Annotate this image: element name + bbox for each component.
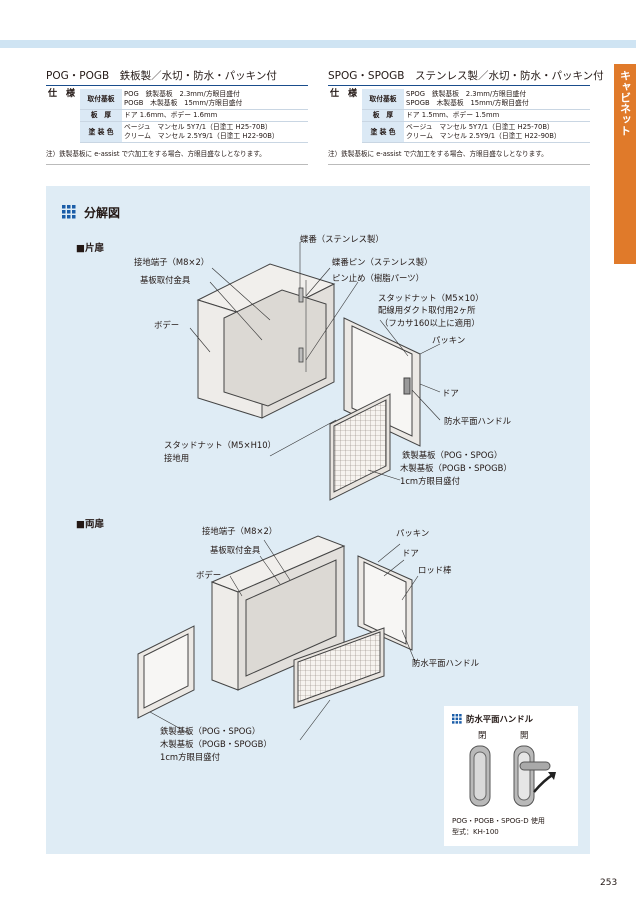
inset-title: 防水平面ハンドル xyxy=(466,714,533,724)
label-pin-stop: ピン止め（樹脂パーツ） xyxy=(332,273,424,283)
label-board-bracket: 基板取付金具 xyxy=(140,275,191,285)
double-right-door xyxy=(357,555,413,651)
inset-caption-2: 型式：KH-100 xyxy=(452,828,499,836)
spec-note: 注）鉄製基板に e-assist で穴加工をする場合、方眼目盛なしとなります。 xyxy=(46,150,266,158)
spec-label: 取付基板 xyxy=(362,89,404,110)
spec-right-title: SPOG・SPOGB ステンレス製／水切・防水・パッキン付 xyxy=(328,68,604,86)
page-number: 253 xyxy=(600,878,618,888)
spec-value: POGB 木製基板 15mm/方眼目盛付 xyxy=(124,99,243,107)
double-board xyxy=(293,627,385,709)
label-stud-ground-2: 接地用 xyxy=(164,453,190,463)
divider xyxy=(46,164,308,165)
label-packing: パッキン xyxy=(432,335,466,345)
label-board-steel-2: 鉄製基板（POG・SPOG） xyxy=(160,726,261,736)
grid-dots-icon xyxy=(62,205,76,219)
spec-label: 板 厚 xyxy=(362,109,404,122)
leader-lines xyxy=(149,242,441,741)
label-board-wood-2: 木製基板（POGB・SPOGB） xyxy=(160,739,272,749)
label-board-wood: 木製基板（POGB・SPOGB） xyxy=(400,463,512,473)
label-hinge: 蝶番（ステンレス製） xyxy=(300,234,384,244)
double-body xyxy=(210,535,346,691)
label-board-bracket-2: 基板取付金具 xyxy=(210,545,261,555)
label-body: ボデー xyxy=(154,320,180,330)
label-door: ドア xyxy=(442,388,459,398)
single-door-heading: ■片扉 xyxy=(76,243,104,254)
spec-left: POG・POGB 鉄板製／水切・防水・パッキン付 仕 様 取付基板 POG 鉄製… xyxy=(46,68,308,158)
handle-illustration xyxy=(469,745,556,807)
label-hinge-pin: 蝶番ピン（ステンレス製） xyxy=(332,257,433,267)
label-board-grid: 1cm方眼目盛付 xyxy=(400,476,460,486)
label-handle: 防水平面ハンドル xyxy=(444,416,511,426)
label-packing-2: パッキン xyxy=(396,528,430,538)
label-rod: ロッド棒 xyxy=(418,565,452,575)
label-open: 開 xyxy=(520,730,529,740)
inset-caption-1: POG・POGB・SPOG-D 使用 xyxy=(452,817,545,825)
label-stud-nut-3: （フカサ160以上に適用） xyxy=(380,318,480,328)
spec-head: 仕 様 xyxy=(330,89,358,99)
spec-label: 板 厚 xyxy=(80,109,122,122)
spec-value: ドア 1.6mm、ボデー 1.6mm xyxy=(124,111,218,119)
spec-value: ベージュ マンセル 5Y7/1（日塗工 H25-70B） xyxy=(406,123,554,131)
label-closed: 閉 xyxy=(478,730,487,740)
spec-label: 塗 装 色 xyxy=(80,121,122,143)
handle-inset: 防水平面ハンドル 閉 開 POG・POGB・SPOG-D 使用 型式：KH-10… xyxy=(444,706,578,846)
exploded-title: 分解図 xyxy=(84,206,121,220)
label-ground-terminal: 接地端子（M8×2） xyxy=(134,257,210,267)
spec-value: ドア 1.5mm、ボデー 1.5mm xyxy=(406,111,500,119)
spec-value: ベージュ マンセル 5Y7/1（日塗工 H25-70B） xyxy=(124,123,272,131)
spec-value: クリーム マンセル 2.5Y9/1（日塗工 H22-90B） xyxy=(124,132,279,140)
spec-value: クリーム マンセル 2.5Y9/1（日塗工 H22-90B） xyxy=(406,132,561,140)
spec-head: 仕 様 xyxy=(48,89,76,99)
spec-label: 塗 装 色 xyxy=(362,121,404,143)
grid-dots-icon xyxy=(452,714,462,724)
single-board xyxy=(329,393,391,501)
label-handle-2: 防水平面ハンドル xyxy=(412,658,479,668)
single-body xyxy=(196,263,336,419)
label-board-grid-2: 1cm方眼目盛付 xyxy=(160,752,220,762)
label-board-steel: 鉄製基板（POG・SPOG） xyxy=(402,450,503,460)
label-stud-ground: スタッドナット（M5×H10） xyxy=(164,440,276,450)
spec-value: SPOGB 木製基板 15mm/方眼目盛付 xyxy=(406,99,529,107)
label-stud-nut-2: 配線用ダクト取付用2ヶ所 xyxy=(378,305,476,315)
category-side-tab[interactable]: キャビネット xyxy=(614,64,636,264)
label-stud-nut: スタッドナット（M5×10） xyxy=(378,293,484,303)
spec-value: SPOG 鉄製基板 2.3mm/方眼目盛付 xyxy=(406,90,527,98)
label-body-2: ボデー xyxy=(196,570,222,580)
divider xyxy=(328,164,590,165)
spec-value: POG 鉄製基板 2.3mm/方眼目盛付 xyxy=(124,90,240,98)
double-door-heading: ■両扉 xyxy=(76,519,104,530)
top-band xyxy=(0,40,636,48)
double-left-door xyxy=(137,625,195,719)
label-door-2: ドア xyxy=(402,548,419,558)
single-hinges xyxy=(298,280,307,372)
spec-note: 注）鉄製基板に e-assist で穴加工をする場合、方眼目盛なしとなります。 xyxy=(328,150,548,158)
side-tab-label: キャビネット xyxy=(618,70,632,136)
spec-left-title: POG・POGB 鉄板製／水切・防水・パッキン付 xyxy=(46,68,308,86)
spec-right: SPOG・SPOGB ステンレス製／水切・防水・パッキン付 仕 様 取付基板 S… xyxy=(328,68,604,158)
label-ground-terminal-2: 接地端子（M8×2） xyxy=(202,526,278,536)
spec-label: 取付基板 xyxy=(80,89,122,110)
